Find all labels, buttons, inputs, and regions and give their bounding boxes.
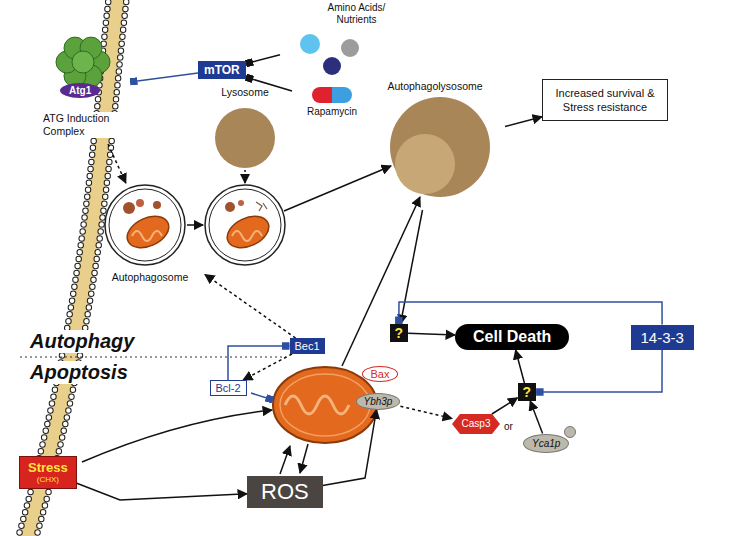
connector — [323, 410, 377, 486]
protein-complex: ATG Induction Complex Atg1 — [35, 32, 130, 144]
connector — [108, 144, 126, 183]
node-text: Casp3 — [452, 417, 500, 431]
node-text: Ybh3p — [364, 396, 393, 407]
node-text: Autophagosome — [95, 271, 205, 283]
autophagolysosome: Autophagolysosome — [365, 80, 505, 210]
node-text: ? — [395, 325, 404, 341]
unknown-box: ? — [390, 324, 409, 342]
protein-box: mTOR — [198, 61, 246, 79]
node-text: Bec1 — [295, 340, 320, 352]
unknown-box: ? — [518, 383, 537, 401]
node-text: Rapamycin — [292, 106, 372, 117]
node-text: Increased survival & Stress resistance — [551, 86, 659, 114]
protein-box: Bec1 — [290, 338, 325, 354]
node-text: Amino Acids/ Nutrients — [318, 2, 395, 26]
node-text: Yca1p — [532, 438, 560, 449]
node-text: Cell Death — [473, 328, 551, 346]
nutrient-molecules-shape — [280, 2, 395, 77]
node-text: Autophagolysosome — [365, 80, 505, 92]
protein-hexagon: Casp3 — [452, 414, 500, 434]
connector — [400, 406, 452, 418]
connector — [401, 210, 423, 324]
ros-box: ROS — [247, 476, 323, 508]
node-text: mTOR — [204, 63, 240, 77]
node-text: (CHX) — [37, 475, 59, 485]
connector — [505, 117, 542, 127]
text-label: Apoptosis — [28, 361, 130, 384]
autophagosome-fused — [205, 185, 285, 265]
connector — [228, 346, 290, 380]
drug-capsule: Rapamycin — [292, 84, 372, 122]
connector — [530, 401, 542, 434]
connector — [130, 73, 198, 82]
outcome-box: Increased survival & Stress resistance — [542, 79, 668, 121]
connector — [399, 302, 662, 325]
autophagosome: Autophagosome — [95, 183, 205, 289]
protein-box: 14-3-3 — [631, 325, 694, 350]
protein-box: Bcl-2 — [210, 380, 247, 396]
connector — [246, 55, 280, 64]
pathway-arrows — [82, 166, 420, 474]
protein-oval: Bax — [362, 366, 399, 382]
node-text: ? — [523, 384, 532, 400]
autophagolysosome-shape — [365, 80, 505, 210]
connector — [205, 275, 296, 339]
connector — [492, 398, 518, 414]
node-text: ROS — [261, 479, 309, 505]
outcome-box: Cell Death — [455, 324, 569, 350]
node-text: Stress — [28, 460, 68, 475]
connector — [536, 350, 662, 393]
nutrient-molecules: Amino Acids/ Nutrients — [280, 2, 395, 77]
yeast-bud — [565, 427, 576, 438]
protein-oval: Ybh3p — [356, 393, 401, 410]
node-text: Lysosome — [205, 86, 285, 98]
connector — [77, 483, 247, 500]
cell-membrane — [16, 0, 127, 536]
connector — [516, 350, 525, 383]
text-label: or — [503, 421, 514, 432]
stress-box: Stress(CHX) — [19, 456, 77, 489]
node-text: Bax — [371, 368, 390, 380]
connector — [243, 354, 292, 380]
node-text: ATG Induction Complex — [43, 112, 125, 138]
lysosome: Lysosome — [205, 86, 285, 170]
node-text: Bcl-2 — [216, 382, 241, 394]
text-label: Autophagy — [28, 330, 136, 353]
divider-line — [20, 356, 286, 357]
protein-oval: Atg1 — [60, 83, 100, 98]
lysosome-shape — [205, 86, 285, 170]
connector — [408, 333, 455, 335]
node-text: 14-3-3 — [641, 329, 684, 346]
node-text: Atg1 — [69, 85, 91, 96]
yeast-cell: Yca1p — [523, 434, 569, 453]
